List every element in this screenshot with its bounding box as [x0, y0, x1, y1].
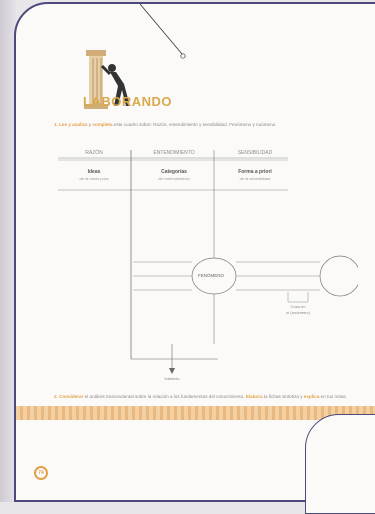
question-number: 1.: [54, 122, 58, 127]
column-header-razon: RAZÓN: [85, 150, 103, 156]
background-margin: [0, 0, 16, 502]
column-header-entendimiento: ENTENDIMIENTO: [153, 150, 195, 156]
question-text: la: [263, 394, 268, 399]
question-text: este cuadro sobre: Razón, entendimiento …: [113, 122, 277, 127]
column-sub-razon: de la razón pura: [79, 176, 109, 181]
column-title-sensibilidad: Forma a priori: [238, 169, 272, 175]
keyword: explica: [303, 394, 320, 399]
keyword: completa: [92, 122, 113, 127]
question-number: 2.: [54, 394, 58, 399]
side-note-1: Cosa en: [290, 304, 306, 309]
question-1: 1. Lee y analiza y completa este cuadro …: [54, 122, 359, 128]
question-text: fichas sintetiza y: [268, 394, 303, 399]
decorative-stripe: [16, 406, 375, 420]
column-sub-sensibilidad: de la sensibilidad: [239, 176, 271, 181]
column-title-razon: Ideas: [87, 169, 101, 175]
column-logo-icon: [84, 50, 130, 109]
question-text: en tus notas.: [320, 394, 347, 399]
intelecto-label: Intelecto: [164, 376, 180, 381]
brand-logo-text: LABORANDO: [83, 94, 172, 109]
side-note-2: sí (noúmeno): [286, 310, 310, 315]
keyword: analiza: [72, 122, 88, 127]
question-text: el análisis trascendental sobre la relac…: [84, 394, 245, 399]
question-2: 2. Considerar el análisis trascendental …: [54, 394, 364, 400]
column-sub-entendimiento: del entendimiento: [158, 176, 190, 181]
page-number-badge: 74: [34, 466, 48, 480]
document-page: LABORANDO 1. Lee y analiza y completa es…: [14, 2, 375, 502]
column-title-entendimiento: Categorías: [161, 169, 187, 175]
keyword: Lee y: [59, 122, 71, 127]
next-page-corner: [305, 414, 375, 514]
keyword: Elabora: [245, 394, 263, 399]
pointer-line: [139, 4, 186, 59]
keyword: Considerar: [59, 394, 84, 399]
kant-diagram: RAZÓN Ideas de la razón pura ENTENDIMIEN…: [58, 144, 358, 394]
column-header-sensibilidad: SENSIBILIDAD: [237, 150, 273, 156]
question-text: y: [88, 122, 92, 127]
diagram-lines: [58, 150, 358, 374]
fenomeno-label: FENÓMENO: [198, 273, 225, 278]
